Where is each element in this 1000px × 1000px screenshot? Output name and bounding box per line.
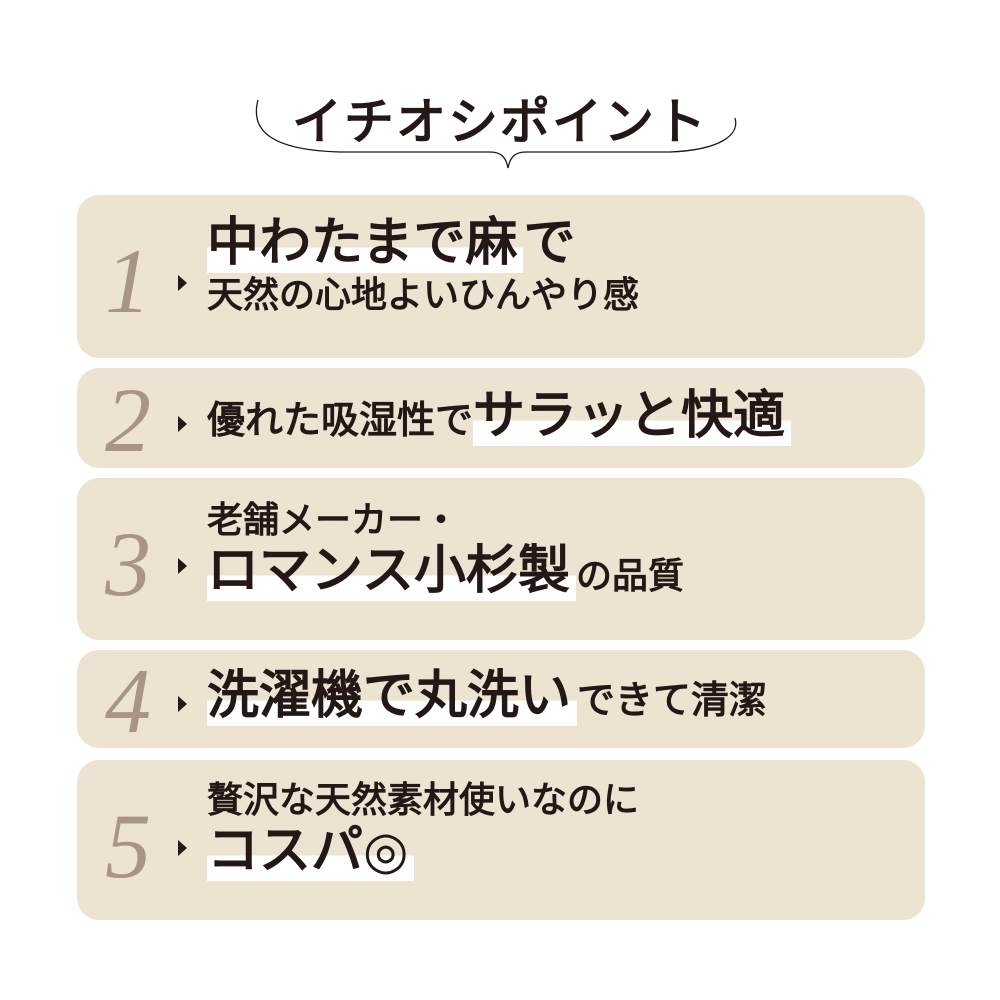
emphasis-text: ロマンス小杉製	[207, 540, 576, 602]
point-number: 3	[105, 513, 151, 615]
point-text: 贅沢な天然素材使いなのに	[207, 779, 640, 821]
point-card-5: 5 贅沢な天然素材使いなのに コスパ◎	[77, 760, 925, 920]
point-text: で	[523, 212, 576, 273]
triangle-icon	[178, 275, 187, 291]
triangle-icon	[178, 840, 187, 856]
speech-bubble-underline	[255, 99, 737, 169]
triangle-icon	[178, 558, 187, 574]
point-text: の品質	[575, 555, 684, 598]
point-number: 1	[105, 230, 151, 332]
emphasis-text: 洗濯機で丸洗い	[207, 665, 578, 726]
point-number: 4	[105, 650, 151, 752]
page-title: イチオシポイント	[292, 92, 708, 151]
point-text: できて清潔	[577, 677, 768, 722]
point-text: 優れた吸湿性で	[207, 397, 474, 442]
point-number: 2	[105, 369, 151, 471]
triangle-icon	[178, 416, 187, 432]
point-text: 天然の心地よいひんやり感	[207, 273, 640, 316]
point-text: 老舗メーカー・	[207, 499, 460, 541]
triangle-icon	[178, 696, 187, 712]
point-card-3: 3 老舗メーカー・ ロマンス小杉製の品質	[77, 478, 925, 640]
heading: イチオシポイント	[250, 70, 750, 180]
emphasis-text: コスパ◎	[207, 820, 415, 882]
emphasis-text: 中わたまで麻	[207, 212, 524, 273]
point-number: 5	[105, 795, 151, 897]
point-card-1: 1 中わたまで麻で 天然の心地よいひんやり感	[77, 195, 925, 358]
emphasis-text: サラッと快適	[473, 385, 792, 446]
point-card-4: 4 洗濯機で丸洗いできて清潔	[77, 650, 925, 748]
point-card-2: 2 優れた吸湿性でサラッと快適	[77, 368, 925, 468]
